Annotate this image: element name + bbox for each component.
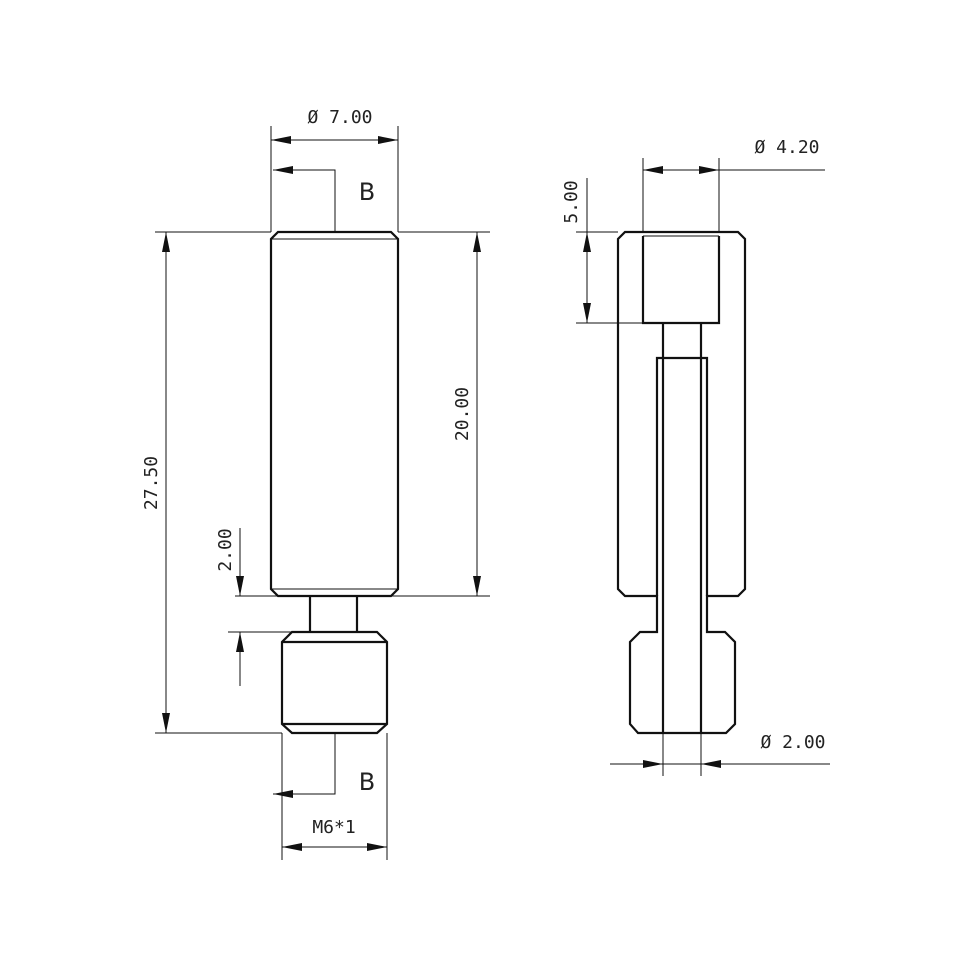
- section-marker-bottom: B: [273, 733, 375, 798]
- section-label-top: B: [359, 178, 375, 206]
- thread-dimension: M6*1: [281, 733, 388, 860]
- inner-diameter-dimension: Ø 2.00: [610, 732, 830, 776]
- body-length-dimension: 20.00: [235, 231, 490, 597]
- total-length-dimension: 27.50: [141, 231, 282, 734]
- section-label-bottom: B: [359, 768, 375, 796]
- section-arrow: [273, 733, 336, 798]
- diameter-7-dimension: Ø 7.00: [270, 107, 399, 232]
- front-view: Ø 7.00 B B 27.50 20.00 2.00: [141, 107, 490, 860]
- neck-length-label: 2.00: [215, 528, 236, 571]
- thread-outline: [280, 630, 389, 735]
- neck-outline: [308, 596, 359, 632]
- bore-outline: [641, 236, 721, 325]
- main-body-outline: [269, 230, 400, 598]
- outer-body-outline: [616, 230, 747, 735]
- section-view: Ø 4.20 5.00 Ø 2.00: [561, 137, 830, 776]
- bore-diameter-label: Ø 4.20: [754, 137, 819, 158]
- total-length-label: 27.50: [141, 456, 162, 510]
- tube-outline: [655, 356, 709, 596]
- section-marker-top: B: [273, 166, 375, 232]
- inner-diameter-label: Ø 2.00: [760, 732, 825, 753]
- bore-depth-label: 5.00: [561, 180, 582, 223]
- bore-diameter-dimension: Ø 4.20: [642, 137, 825, 232]
- section-arrow: [273, 166, 336, 232]
- neck-length-dimension: 2.00: [215, 528, 292, 686]
- body-length-label: 20.00: [452, 387, 473, 441]
- thread-label: M6*1: [312, 817, 355, 838]
- inner-bore: [661, 323, 703, 358]
- bore-depth-dimension: 5.00: [561, 178, 643, 324]
- diameter-7-label: Ø 7.00: [307, 107, 372, 128]
